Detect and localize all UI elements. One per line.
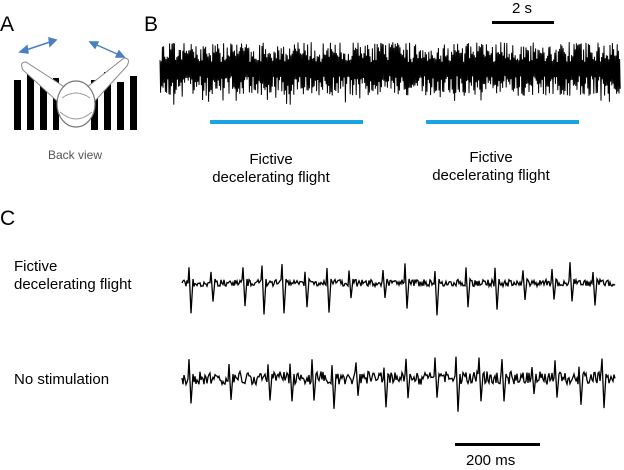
stimulus-bar-1 [210,120,363,124]
time-scalebar-2s-label: 2 s [512,0,533,17]
time-scalebar-200ms [455,443,540,446]
panel-letter-b: B [144,13,159,36]
stimulus-label-2-line2: decelerating flight [432,167,550,184]
trace-1-label: Fictive decelerating flight [14,258,132,294]
time-scalebar-200ms-label: 200 ms [466,452,516,469]
trace-fictive-decelerating-flight [181,262,616,316]
raw-trace-long [159,42,621,105]
stimulus-label-1-line1: Fictive [249,151,293,168]
trace-2-label: No stimulation [14,371,110,388]
trace-1-label-line2: decelerating flight [14,276,132,293]
trace-no-stimulation [181,356,616,412]
panel-letter-c: C [0,207,16,230]
back-view-caption: Back view [47,148,103,162]
wing-motion-arrows [18,36,126,58]
stimulus-label-1: Fictive decelerating flight [196,151,346,187]
time-scalebar-2s [492,21,554,24]
right-wing [85,57,129,103]
stimulus-label-2-line1: Fictive [469,149,513,166]
stimulus-label-2: Fictive decelerating flight [416,149,566,185]
left-wing [21,61,67,103]
stimulus-bar-2 [426,120,579,124]
fly-body [56,80,96,128]
trace-1-label-line1: Fictive [14,258,58,275]
panel-letter-a: A [0,13,15,36]
stimulus-label-1-line2: decelerating flight [212,169,330,186]
